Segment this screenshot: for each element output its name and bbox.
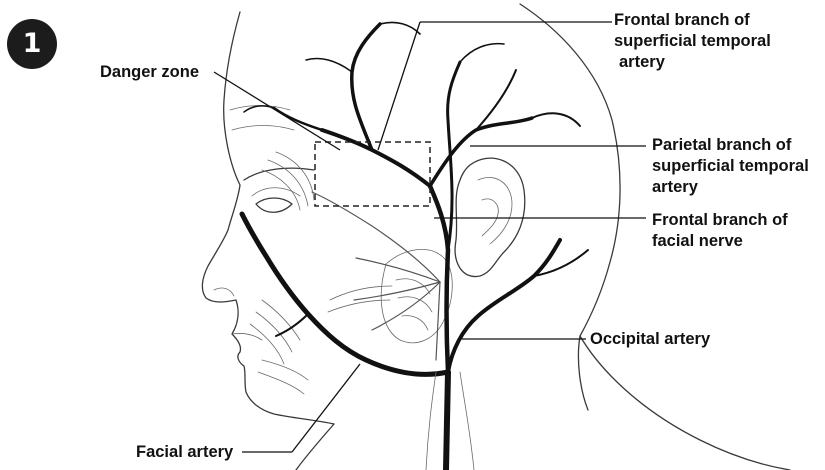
- label-frontal-branch-sta-line-1: Frontal branch of: [614, 10, 771, 31]
- occipital-artery: [448, 240, 560, 372]
- parotid-gland: [381, 249, 452, 342]
- eyelid: [252, 188, 300, 196]
- label-frontal-branch-facial-nerve-line-2: facial nerve: [652, 231, 788, 252]
- ear: [455, 158, 525, 276]
- face-profile: [202, 12, 334, 424]
- label-frontal-branch-sta: Frontal branch of superficial temporal a…: [614, 10, 771, 73]
- leader-danger-zone: [214, 72, 340, 150]
- panel-number-badge: 1: [7, 19, 57, 69]
- leader-frontal-branch-sta-tail: [378, 22, 420, 150]
- label-occipital-artery: Occipital artery: [590, 329, 710, 350]
- label-danger-zone: Danger zone: [100, 62, 199, 83]
- occipital-artery-branch: [534, 250, 588, 276]
- facial-artery: [242, 214, 448, 374]
- label-frontal-branch-facial-nerve-line-1: Frontal branch of: [652, 210, 788, 231]
- facial-artery-branch: [276, 314, 308, 336]
- eye: [256, 198, 292, 212]
- label-facial-artery: Facial artery: [136, 442, 233, 463]
- label-parietal-branch-sta-line-2: superficial temporal: [652, 156, 809, 177]
- neck-front: [296, 424, 334, 470]
- ear-helix: [478, 177, 512, 244]
- label-frontal-branch-sta-line-2: superficial temporal: [614, 31, 771, 52]
- neck-back: [580, 336, 790, 470]
- label-parietal-branch-sta-line-1: Parietal branch of: [652, 135, 809, 156]
- label-frontal-branch-sta-line-3: artery: [614, 52, 771, 73]
- superficial-temporal-artery: [244, 22, 580, 372]
- label-parietal-branch-sta-line-3: artery: [652, 177, 809, 198]
- leader-facial-artery-tail: [292, 364, 360, 452]
- label-frontal-branch-facial-nerve: Frontal branch of facial nerve: [652, 210, 788, 252]
- label-parietal-branch-sta: Parietal branch of superficial temporal …: [652, 135, 809, 198]
- nostril: [214, 288, 234, 296]
- carotid-artery: [446, 372, 448, 470]
